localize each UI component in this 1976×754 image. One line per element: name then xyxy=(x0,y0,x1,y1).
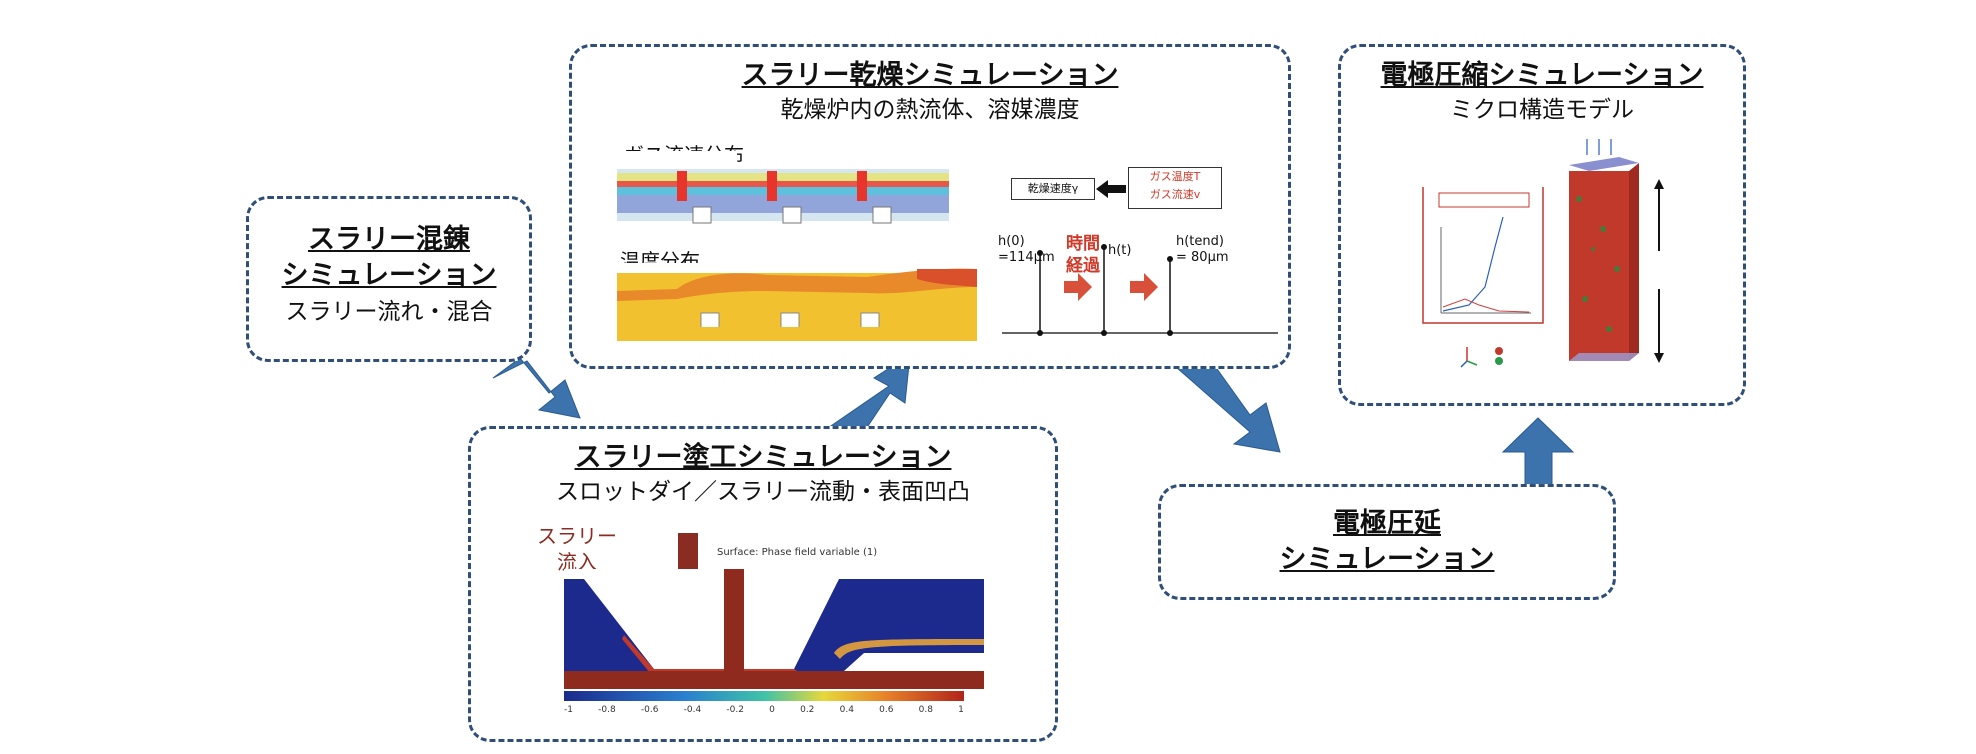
rolling-box: 電極圧延 シミュレーション xyxy=(1158,484,1616,600)
colorbar-tick: 1 xyxy=(958,705,964,715)
temperature-image xyxy=(617,263,977,341)
drying-rate-box: 乾燥速度γ xyxy=(1011,178,1095,200)
colorbar-tick: -0.4 xyxy=(683,705,702,715)
colorbar-tick: -0.6 xyxy=(640,705,659,715)
colorbar-tick: 0.2 xyxy=(800,705,815,715)
colorbar-tick: -1 xyxy=(564,705,573,715)
compression-graph-image xyxy=(1422,187,1544,324)
axes-icon xyxy=(1460,347,1503,368)
mixing-subtitle: スラリー流れ・混合 xyxy=(285,299,493,325)
compression-subtitle: ミクロ構造モデル xyxy=(1450,97,1634,123)
compression-box: 電極圧縮シミュレーション ミクロ構造モデル xyxy=(1338,44,1746,406)
coating-box: スラリー塗工シミュレーション スロットダイ／スラリー流動・表面凹凸 スラリー 流… xyxy=(468,426,1058,742)
mixing-box: スラリー混錬 シミュレーション スラリー流れ・混合 xyxy=(246,196,532,362)
mixing-title-line1: スラリー混錬 xyxy=(308,224,470,255)
arrow-rolling-to-compression xyxy=(1501,417,1575,488)
surface-caption: Surface: Phase field variable (1) xyxy=(717,547,878,558)
h0-label-line1: h(0) xyxy=(998,234,1025,249)
left-arrow-icon xyxy=(1096,180,1126,198)
coating-subtitle: スロットダイ／スラリー流動・表面凹凸 xyxy=(556,479,970,505)
arrow-mixing-to-coating xyxy=(492,357,581,419)
gas-velocity-image xyxy=(617,151,949,224)
time-arrow-2 xyxy=(1130,273,1158,301)
colorbar-tick: 0.8 xyxy=(918,705,933,715)
drying-subtitle: 乾燥炉内の熱流体、溶媒濃度 xyxy=(780,97,1080,123)
drying-title: スラリー乾燥シミュレーション xyxy=(741,60,1119,91)
colorbar-tick: 0 xyxy=(769,705,775,715)
elapsed-time-label: 時間 経過 xyxy=(1066,234,1100,276)
hend-label-line1: h(tend) xyxy=(1176,234,1224,249)
ht-label: h(t) xyxy=(1108,243,1132,258)
colorbar-tick: 0.6 xyxy=(879,705,894,715)
coating-title: スラリー塗工シミュレーション xyxy=(574,442,952,473)
rolling-title-line2: シミュレーション xyxy=(1279,544,1495,575)
time-arrow-1 xyxy=(1064,273,1092,301)
slurry-inflow-label: スラリー 流入 xyxy=(537,524,617,574)
mixing-title-line2: シミュレーション xyxy=(281,260,497,291)
compression-title: 電極圧縮シミュレーション xyxy=(1380,60,1704,91)
rolling-title-line1: 電極圧延 xyxy=(1333,508,1441,539)
microstructure-model-image xyxy=(1569,139,1664,363)
colorbar-tick: -0.2 xyxy=(726,705,744,715)
drying-box: スラリー乾燥シミュレーション 乾燥炉内の熱流体、溶媒濃度 ガス流速分布 温度分布 xyxy=(569,44,1291,369)
colorbar-tick: -0.8 xyxy=(598,705,616,715)
slot-die-field xyxy=(564,569,984,689)
colorbar xyxy=(564,691,964,701)
colorbar-tick: 0.4 xyxy=(839,705,854,715)
drying-schematic xyxy=(1002,244,1278,336)
colorbar-ticks: -1 -0.8 -0.6 -0.4 -0.2 0 0.2 0.4 0.6 0.8… xyxy=(564,705,964,715)
hend-label-line2: = 80μm xyxy=(1176,250,1229,265)
gas-condition-box: ガス温度T ガス流速v xyxy=(1128,167,1222,209)
